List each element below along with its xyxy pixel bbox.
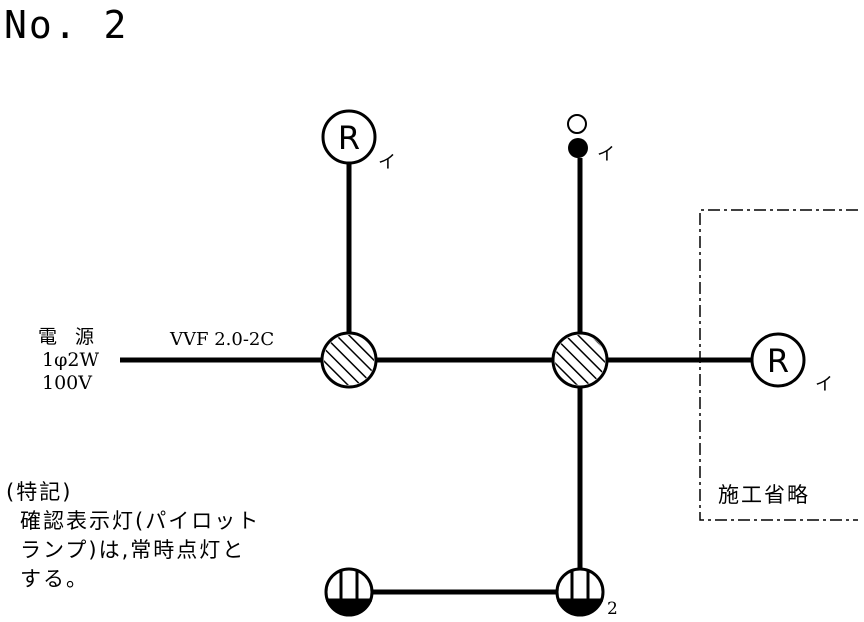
omitted-area-boundary bbox=[699, 209, 858, 521]
omitted-area-label: 施工省略 bbox=[718, 483, 810, 507]
note-line-3: する。 bbox=[20, 567, 89, 591]
outlet-count-label: 2 bbox=[607, 599, 618, 619]
lamp-symbol-right: R bbox=[767, 342, 789, 380]
label-i-right-lamp: イ bbox=[815, 374, 833, 395]
source-label-line3: 100V bbox=[42, 372, 92, 394]
page-title: No. 2 bbox=[4, 3, 128, 47]
label-i-left-lamp: イ bbox=[378, 152, 396, 173]
special-note: (特記) 確認表示灯(パイロット ランプ)は,常時点灯と する。 bbox=[6, 478, 260, 594]
receptacle-lamp-right: R bbox=[750, 332, 806, 388]
note-line-2: ランプ)は,常時点灯と bbox=[20, 538, 246, 562]
outlet-right bbox=[555, 567, 605, 617]
switch-symbol bbox=[568, 138, 588, 158]
note-line-1: 確認表示灯(パイロット bbox=[20, 509, 261, 533]
outlet-left bbox=[324, 567, 374, 617]
lamp-symbol-left: R bbox=[338, 119, 360, 157]
source-label-line1: 電 源 bbox=[38, 326, 100, 348]
source-label-line2: 1φ2W bbox=[42, 349, 99, 371]
cable-label: VVF 2.0-2C bbox=[169, 329, 274, 350]
pilot-lamp bbox=[567, 114, 587, 134]
switch-with-pilot-lamp bbox=[567, 114, 588, 158]
power-source-label: 電 源 1φ2W 100V bbox=[38, 326, 100, 394]
junction-box-2 bbox=[551, 331, 609, 389]
label-i-switch: イ bbox=[597, 144, 615, 165]
note-heading: (特記) bbox=[6, 480, 73, 504]
junction-box-1 bbox=[320, 331, 378, 389]
wires bbox=[120, 158, 752, 595]
receptacle-lamp-left: R bbox=[321, 109, 377, 165]
